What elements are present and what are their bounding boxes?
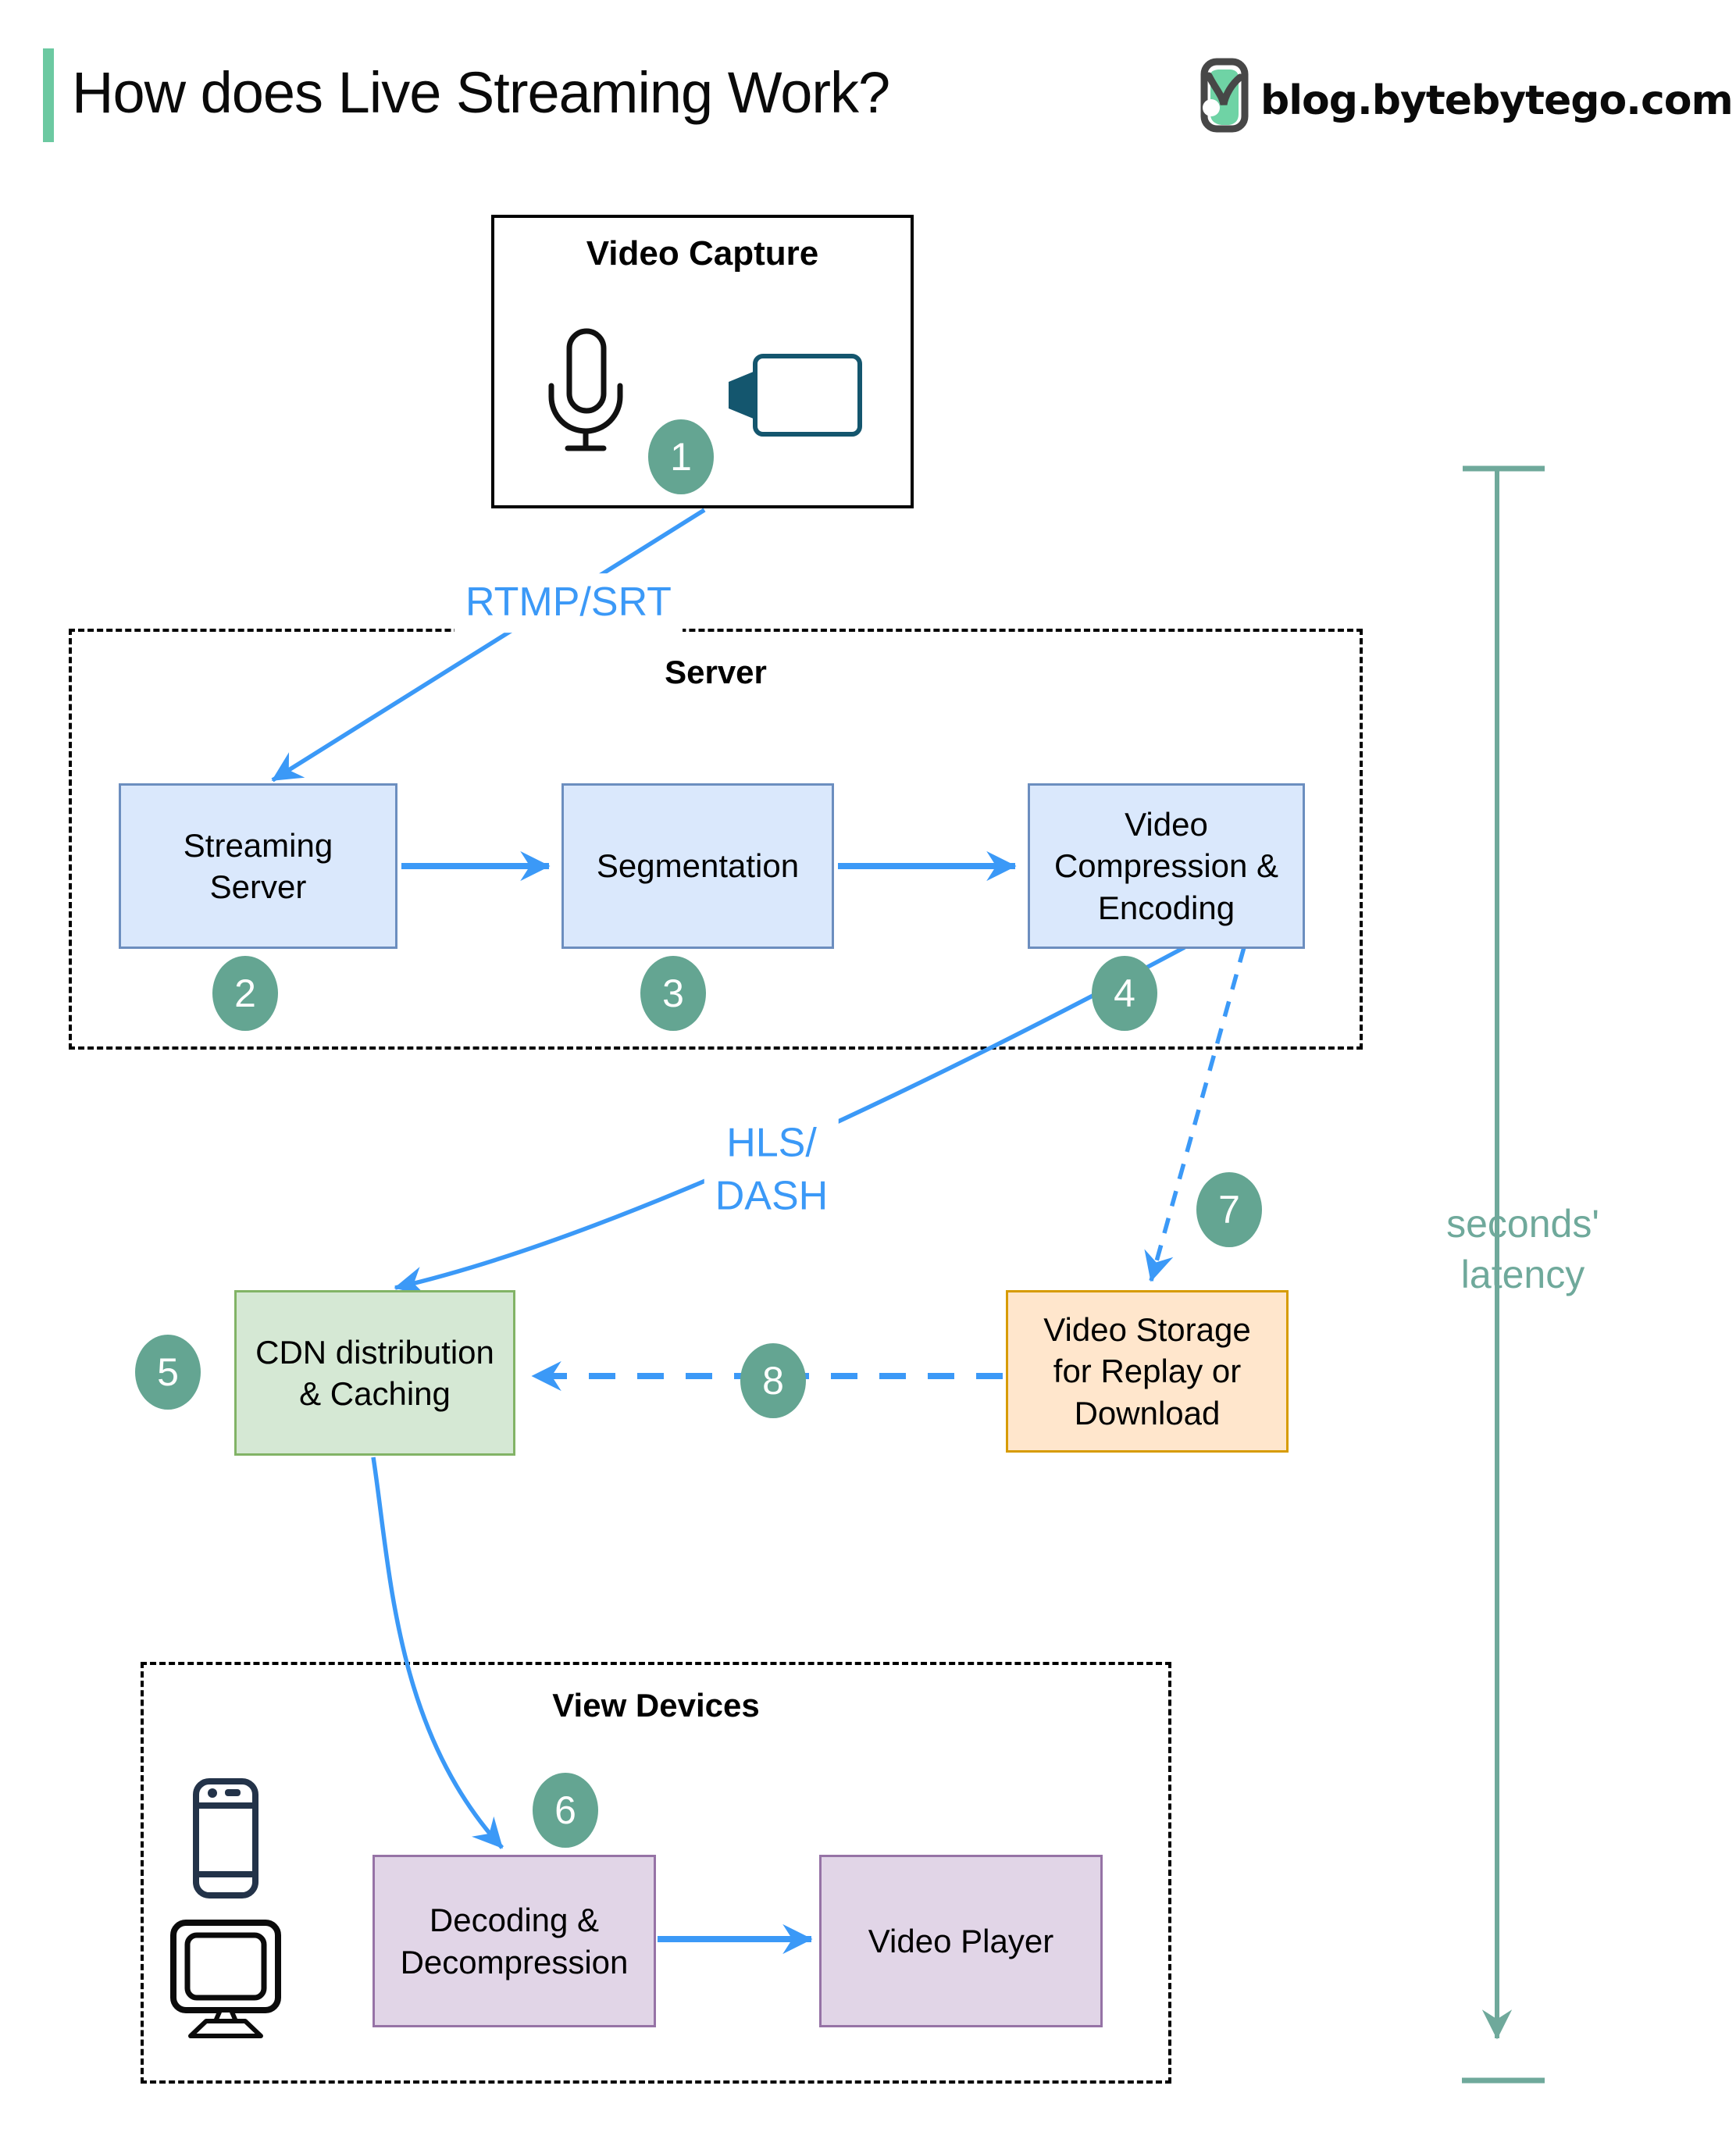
microphone-icon	[548, 328, 623, 451]
node-segmentation: Segmentation	[561, 783, 834, 949]
latency-label: seconds' latency	[1446, 1202, 1599, 1296]
step-badge-2: 2	[212, 956, 278, 1031]
edge-label-rtmp-srt: RTMP/SRT	[454, 573, 683, 633]
node-video-compression-encoding: Video Compression & Encoding	[1028, 783, 1305, 949]
step-badge-8: 8	[740, 1343, 806, 1418]
step-badge-1: 1	[648, 419, 714, 494]
node-decoding-label: Decoding & Decompression	[400, 1902, 629, 1980]
video-camera-icon	[729, 354, 862, 437]
group-video-capture-label: Video Capture	[586, 234, 819, 273]
edge-compression-to-storage-dashed	[1144, 947, 1246, 1282]
edge-cdn-to-decoding	[371, 1456, 504, 1849]
title-accent-bar	[43, 48, 54, 142]
node-decoding-decompression: Decoding & Decompression	[373, 1855, 656, 2027]
node-streaming-server-label: Streaming Server	[183, 826, 333, 905]
step-badge-5: 5	[135, 1335, 201, 1410]
smartphone-icon	[193, 1778, 258, 1898]
node-video-player: Video Player	[819, 1855, 1103, 2027]
node-video-compression-label: Video Compression & Encoding	[1053, 806, 1279, 926]
brand-url: blog.bytebytego.com	[1260, 77, 1734, 124]
edge-label-hls-dash: HLS/ DASH	[704, 1114, 839, 1226]
node-segmentation-label: Segmentation	[596, 847, 800, 885]
desktop-monitor-icon	[170, 1920, 281, 2038]
node-streaming-server: Streaming Server	[119, 783, 397, 949]
step-badge-3: 3	[640, 956, 706, 1031]
page-title: How does Live Streaming Work?	[72, 60, 890, 125]
node-cdn-label: CDN distribution & Caching	[255, 1333, 494, 1412]
node-cdn-distribution-caching: CDN distribution & Caching	[234, 1290, 515, 1456]
group-video-capture	[491, 215, 914, 508]
edge-capture-to-streaming-server	[271, 508, 706, 783]
step-badge-7: 7	[1196, 1172, 1262, 1247]
step-badge-4: 4	[1092, 956, 1157, 1031]
group-view-devices: View Devices	[141, 1662, 1171, 2084]
group-server: Server	[69, 629, 1363, 1050]
node-video-storage-label: Video Storage for Replay or Download	[1043, 1311, 1251, 1431]
node-video-storage: Video Storage for Replay or Download	[1006, 1290, 1289, 1453]
step-badge-6: 6	[533, 1773, 598, 1848]
group-view-devices-label: View Devices	[552, 1687, 760, 1724]
bytebytego-logo-icon	[1200, 58, 1249, 133]
node-video-player-label: Video Player	[868, 1922, 1054, 1959]
latency-measure-line	[1462, 465, 1545, 2084]
group-server-label: Server	[665, 654, 767, 690]
